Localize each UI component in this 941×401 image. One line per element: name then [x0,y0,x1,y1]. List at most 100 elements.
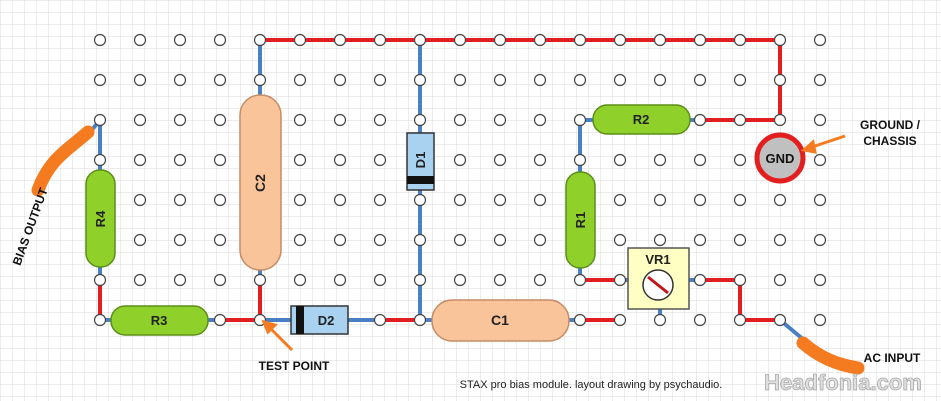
trimmer-vr1[interactable]: VR1 [627,247,690,310]
board-hole [693,153,707,167]
board-hole [733,233,747,247]
board-hole [293,73,307,87]
board-hole [413,33,427,47]
board-hole [693,73,707,87]
d1-cathode-band [407,176,434,184]
board-hole [533,193,547,207]
board-hole [693,113,707,127]
diode-d2[interactable]: D2 [290,305,349,335]
board-hole [253,33,267,47]
board-hole [133,153,147,167]
board-hole [693,233,707,247]
board-hole [333,193,347,207]
test-point-label: TEST POINT [259,359,330,373]
d2-cathode-band [296,306,304,334]
board-hole [693,313,707,327]
ac-input-label: AC INPUT [864,351,921,365]
trimmer-slot [647,275,669,295]
d2-label: D2 [318,313,335,328]
board-hole [93,153,107,167]
board-hole [773,273,787,287]
board-hole [293,33,307,47]
board-hole [253,73,267,87]
board-hole [173,153,187,167]
board-hole [333,113,347,127]
board-hole [213,153,227,167]
board-hole [813,273,827,287]
board-hole [133,233,147,247]
board-hole [493,273,507,287]
board-hole [373,313,387,327]
resistor-r3[interactable]: R3 [110,305,209,336]
c1-label: C1 [491,312,509,328]
board-hole [453,273,467,287]
board-hole [93,113,107,127]
d1-label: D1 [413,152,428,169]
board-hole [373,233,387,247]
board-hole [213,113,227,127]
board-hole [213,233,227,247]
board-hole [653,73,667,87]
board-hole [733,193,747,207]
board-hole [493,233,507,247]
diagram-caption: STAX pro bias module. layout drawing by … [460,379,723,391]
board-hole [573,273,587,287]
board-hole [133,33,147,47]
board-hole [813,193,827,207]
board-hole [533,233,547,247]
board-hole [653,153,667,167]
board-hole [613,313,627,327]
board-hole [813,73,827,87]
vr1-label: VR1 [645,252,670,267]
board-hole [573,113,587,127]
board-hole [93,73,107,87]
board-hole [613,233,627,247]
board-hole [253,273,267,287]
board-hole [173,33,187,47]
board-hole [773,113,787,127]
board-hole [453,73,467,87]
resistor-r4[interactable]: R4 [85,169,116,268]
board-hole [613,33,627,47]
board-hole [773,233,787,247]
capacitor-c2[interactable]: C2 [239,94,282,271]
bias-output-cable [31,125,95,197]
r4-label: R4 [93,210,108,227]
resistor-r2[interactable]: R2 [592,104,691,135]
board-hole [613,193,627,207]
board-hole [453,193,467,207]
ground-pad[interactable]: GND [754,132,806,184]
board-hole [533,73,547,87]
board-hole [613,153,627,167]
board-hole [453,113,467,127]
board-hole [373,153,387,167]
diode-d1[interactable]: D1 [406,132,435,191]
r1-label: R1 [573,212,588,229]
board-hole [493,33,507,47]
board-hole [413,233,427,247]
board-hole [133,273,147,287]
board-hole [733,33,747,47]
test-point-arrow [268,326,294,352]
board-hole [453,33,467,47]
board-hole [133,193,147,207]
board-hole [533,113,547,127]
board-hole [93,33,107,47]
board-hole [173,233,187,247]
board-hole [773,313,787,327]
board-hole [733,273,747,287]
board-hole [293,153,307,167]
board-hole [533,33,547,47]
board-hole [213,313,227,327]
c2-label: C2 [252,174,268,192]
board-hole [173,73,187,87]
capacitor-c1[interactable]: C1 [431,299,570,342]
board-hole [293,113,307,127]
board-hole [173,193,187,207]
r2-label: R2 [633,112,650,127]
resistor-r1[interactable]: R1 [565,171,596,269]
board-hole [813,113,827,127]
board-hole [373,33,387,47]
board-hole [213,193,227,207]
ac-input-cable [796,336,865,375]
